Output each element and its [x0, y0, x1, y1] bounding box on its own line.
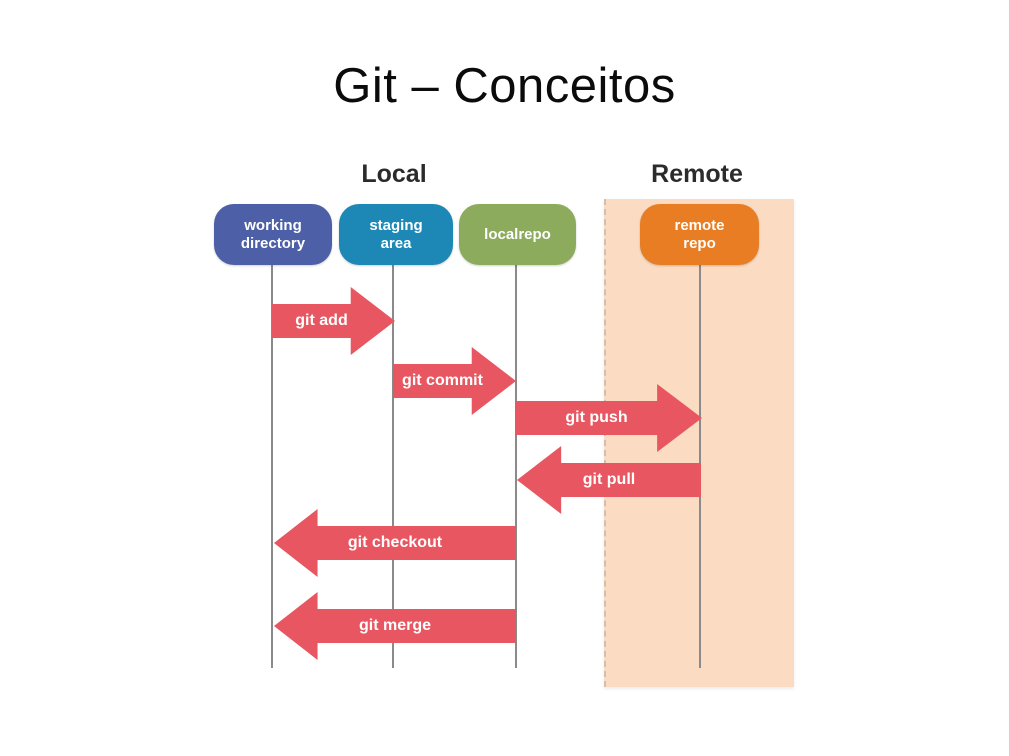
arrow-label: git push [565, 409, 628, 426]
lifeline-working-directory [271, 262, 273, 668]
node-staging-area: staging area [339, 204, 453, 265]
group-label-remote: Remote [651, 160, 743, 188]
group-label-local: Local [361, 160, 427, 188]
arrow-label: git checkout [347, 534, 443, 551]
node-label: localrepo [484, 225, 551, 243]
node-working-directory: working directory [214, 204, 332, 265]
arrow-git-checkout: git checkout [274, 509, 516, 577]
arrow-git-merge: git merge [274, 592, 516, 660]
node-remote-repo: remote repo [640, 204, 759, 265]
arrow-git-commit: git commit [393, 347, 516, 415]
lifeline-staging-area [392, 262, 394, 668]
node-localrepo: localrepo [459, 204, 576, 265]
lifeline-localrepo [515, 262, 517, 668]
arrow-label: git pull [582, 471, 636, 488]
arrow-label: git commit [402, 372, 483, 389]
arrow-label: git add [295, 312, 348, 329]
node-label: remote repo [674, 216, 725, 252]
page-title: Git – Conceitos [333, 59, 676, 113]
arrow-git-add: git add [272, 287, 395, 355]
node-label: staging area [369, 216, 423, 252]
node-label: working directory [240, 216, 306, 252]
arrow-label: git merge [358, 617, 431, 634]
